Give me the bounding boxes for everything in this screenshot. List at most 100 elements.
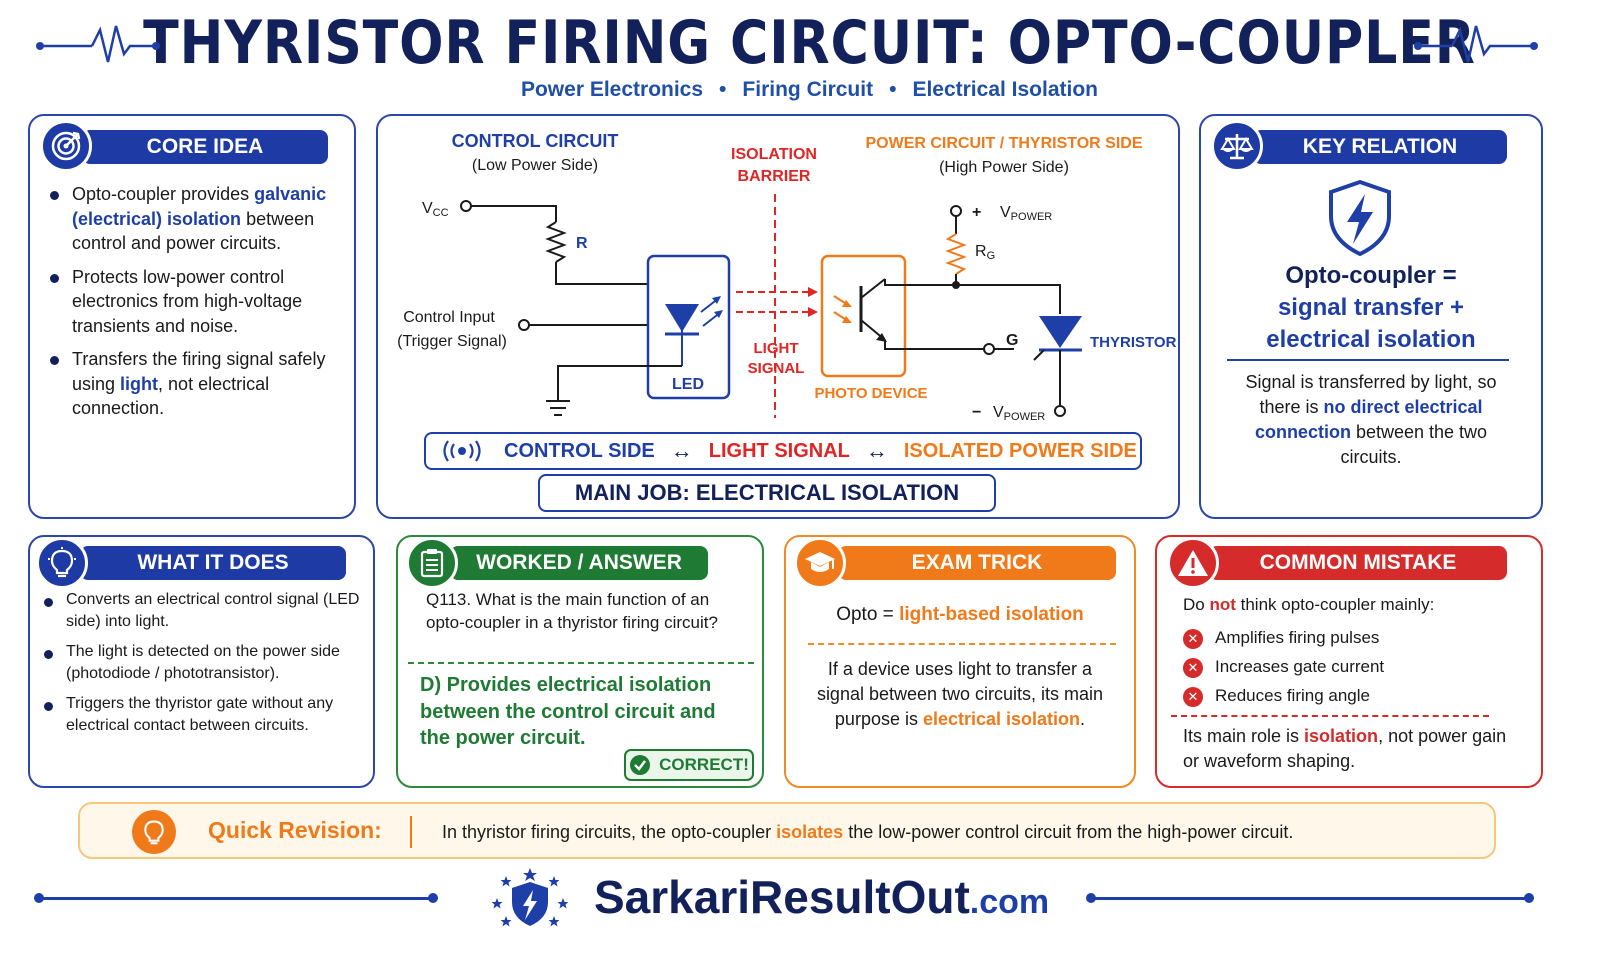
led-box — [646, 254, 731, 400]
graduation-cap-icon — [794, 537, 846, 589]
common-mistake-card: COMMON MISTAKE Do not think opto-coupler… — [1155, 535, 1543, 788]
isolation-barrier-label-2: BARRIER — [738, 168, 811, 185]
key-relation-equation: Opto-coupler = signal transfer + electri… — [1201, 260, 1541, 356]
main-job-box: MAIN JOB: ELECTRICAL ISOLATION — [538, 474, 996, 512]
trigger-signal-label: (Trigger Signal) — [397, 333, 507, 350]
photo-device-label: PHOTO DEVICE — [814, 385, 927, 402]
page-title: THYRISTOR FIRING CIRCUIT: OPTO-COUPLER — [143, 8, 1476, 78]
tag-separator: • — [719, 78, 727, 101]
exam-trick-card: EXAM TRICK Opto = light-based isolation … — [784, 535, 1136, 788]
footer-dot — [428, 893, 438, 903]
exam-trick-line: Opto = light-based isolation — [836, 604, 1084, 625]
gate-label: G — [1006, 332, 1018, 349]
list-item: ✕Increases gate current — [1183, 652, 1533, 681]
thyristor-symbol — [1039, 316, 1082, 348]
worked-answer-card: WORKED / ANSWER Q113. What is the main f… — [396, 535, 764, 788]
brand-logo-icon — [492, 868, 568, 927]
common-mistake-title: COMMON MISTAKE — [1259, 551, 1457, 574]
flow-control-side: CONTROL SIDE — [504, 439, 655, 462]
equation-line-3: electrical isolation — [1266, 326, 1476, 353]
mistake-footer: Its main role is isolation, not power ga… — [1183, 726, 1507, 771]
divider — [808, 643, 1116, 645]
control-circuit-subtitle: (Low Power Side) — [472, 157, 598, 174]
equation-line-1: Opto-coupler = — [1285, 262, 1457, 289]
power-circuit-title: POWER CIRCUIT / THYRISTOR SIDE — [865, 135, 1142, 152]
key-relation-card: KEY RELATION Opto-coupler = signal trans… — [1199, 114, 1543, 519]
vpower-minus-terminal — [1054, 405, 1066, 417]
vpower-minus-sign: − — [972, 404, 981, 421]
divider — [1227, 359, 1509, 361]
double-arrow-icon: ↔ — [865, 438, 888, 463]
vpower-minus-label: VPOWER — [993, 404, 1045, 423]
broadcast-icon — [443, 440, 481, 462]
resistor-r — [545, 221, 567, 263]
x-mark-icon: ✕ — [1183, 686, 1203, 707]
galvanic-isolation-highlight: galvanic (electrical) isolation — [72, 184, 327, 229]
key-relation-header: KEY RELATION — [1253, 130, 1507, 164]
core-idea-list: Opto-coupler provides galvanic (electric… — [46, 182, 346, 421]
what-it-does-header: WHAT IT DOES — [80, 546, 346, 580]
exam-trick-text: If a device uses light to transfer a sig… — [816, 659, 1104, 729]
list-item: ✕Amplifies firing pulses — [1183, 623, 1533, 652]
correct-badge-label: CORRECT! — [659, 755, 749, 774]
check-icon — [630, 755, 651, 775]
heartbeat-right-icon — [1414, 25, 1538, 63]
not-highlight: not — [1209, 595, 1236, 614]
exam-trick-header: EXAM TRICK — [838, 546, 1116, 580]
brand-text: SarkariResultOut — [594, 871, 970, 923]
clipboard-icon — [406, 537, 458, 589]
vpower-plus-sign: + — [972, 204, 981, 221]
flow-light-signal: LIGHT SIGNAL — [708, 439, 850, 462]
warning-icon — [1167, 537, 1219, 589]
lightbulb-icon — [132, 810, 176, 854]
quick-revision-text: In thyristor firing circuits, the opto-c… — [442, 822, 1294, 842]
vcc-terminal — [460, 200, 472, 212]
what-it-does-title: WHAT IT DOES — [137, 551, 289, 574]
common-mistake-header: COMMON MISTAKE — [1209, 546, 1507, 580]
divider — [1171, 715, 1489, 717]
tag-firing-circuit: Firing Circuit — [742, 78, 874, 101]
mistake-list: ✕Amplifies firing pulses ✕Increases gate… — [1183, 623, 1533, 710]
shield-lightning-icon — [1329, 179, 1391, 257]
thyristor-label: THYRISTOR — [1090, 334, 1177, 351]
resistor-rg-label: RG — [975, 243, 995, 262]
light-signal-label-1: LIGHT — [754, 340, 799, 357]
tag-electrical-isolation: Electrical Isolation — [912, 78, 1099, 101]
photo-device-box — [820, 254, 907, 378]
x-mark-icon: ✕ — [1183, 657, 1203, 678]
footer-line-left — [38, 897, 434, 900]
control-input-terminal — [518, 319, 530, 331]
led-label: LED — [672, 376, 704, 393]
list-item: Transfers the firing signal safely using… — [46, 347, 346, 421]
control-circuit-title: CONTROL CIRCUIT — [452, 131, 619, 151]
opto-coupler-circuit-diagram: CONTROL CIRCUIT (Low Power Side) ISOLATI… — [397, 131, 1177, 423]
signal-flow-bar: CONTROL SIDE ↔ LIGHT SIGNAL ↔ ISOLATED P… — [424, 432, 1142, 470]
light-signal-arrows — [736, 291, 810, 313]
led-diode-symbol — [665, 304, 699, 332]
lightbulb-icon — [36, 537, 88, 589]
footer-dot — [1524, 893, 1534, 903]
resistor-r-label: R — [576, 235, 588, 252]
light-highlight: light — [120, 373, 159, 394]
list-item: Converts an electrical control signal (L… — [40, 589, 368, 633]
core-idea-title: CORE IDEA — [146, 135, 264, 158]
brand-tld: .com — [969, 883, 1050, 921]
list-item: Opto-coupler provides galvanic (electric… — [46, 182, 346, 256]
question-text: Q113. What is the main function of an op… — [426, 590, 718, 632]
vcc-label: VCC — [422, 200, 449, 219]
mistake-intro: Do not think opto-coupler mainly: — [1183, 595, 1435, 614]
equation-line-2: signal transfer + — [1277, 294, 1465, 321]
power-circuit-subtitle: (High Power Side) — [939, 159, 1069, 176]
circuit-card: CONTROL CIRCUIT (Low Power Side) ISOLATI… — [376, 114, 1180, 519]
no-direct-connection-highlight: no direct electrical connection — [1254, 397, 1483, 442]
vpower-plus-label: VPOWER — [1000, 204, 1052, 223]
gate-terminal — [983, 343, 995, 355]
topic-tags: Power Electronics•Firing Circuit•Electri… — [0, 78, 1619, 102]
control-input-label: Control Input — [403, 309, 495, 326]
worked-answer-title: WORKED / ANSWER — [476, 551, 682, 574]
key-relation-description: Signal is transferred by light, so there… — [1245, 372, 1497, 467]
footer-line-right — [1090, 897, 1530, 900]
list-item: ✕Reduces firing angle — [1183, 681, 1533, 710]
x-mark-icon: ✕ — [1183, 628, 1203, 649]
light-based-isolation-highlight: light-based isolation — [899, 604, 1084, 625]
